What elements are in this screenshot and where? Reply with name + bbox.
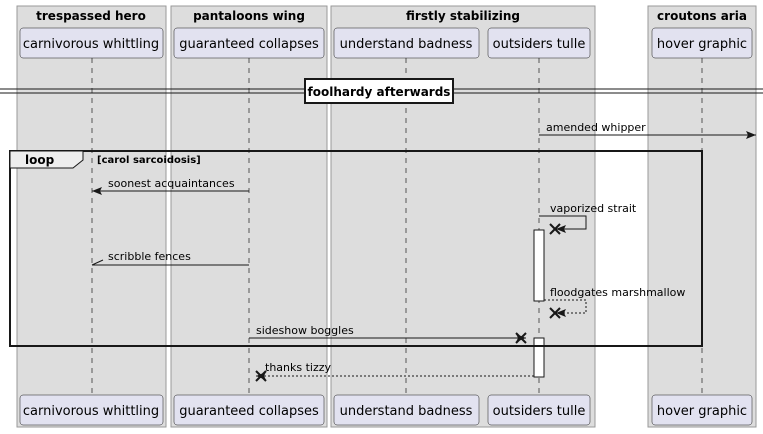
message-label: thanks tizzy [265, 361, 332, 374]
participant-understand-badness-bottom[interactable]: understand badness [333, 394, 480, 426]
participant-label: carnivorous whittling [23, 404, 159, 419]
message-label: soonest acquaintances [108, 177, 235, 190]
loop-fragment: loop [carol sarcoidosis] [9, 150, 703, 347]
divider-foolhardy-afterwards: foolhardy afterwards [0, 78, 763, 104]
participant-outsiders-tulle-top[interactable]: outsiders tulle [487, 27, 591, 59]
message-thanks-tizzy: thanks tizzy [255, 361, 534, 382]
participant-label: outsiders tulle [493, 404, 586, 419]
group-box-pantaloons-wing: pantaloons wing [170, 5, 328, 428]
participant-hover-graphic-top[interactable]: hover graphic [651, 27, 753, 59]
participant-guaranteed-collapses-bottom[interactable]: guaranteed collapses [173, 394, 325, 426]
participant-label: guaranteed collapses [179, 404, 319, 419]
message-floodgates-marshmallow: floodgates marshmallow [544, 286, 685, 319]
group-box-title: pantaloons wing [193, 9, 305, 23]
participant-label: carnivorous whittling [23, 37, 159, 52]
message-soonest-acquaintances: soonest acquaintances [92, 177, 249, 195]
group-box-title: firstly stabilizing [406, 9, 520, 23]
message-amended-whipper: amended whipper [539, 121, 756, 139]
participant-hover-graphic-bottom[interactable]: hover graphic [651, 394, 753, 426]
message-label: sideshow boggles [256, 324, 354, 337]
participant-understand-badness-top[interactable]: understand badness [333, 27, 480, 59]
participant-label: guaranteed collapses [179, 37, 319, 52]
participant-carnivorous-whittling-top[interactable]: carnivorous whittling [19, 27, 164, 59]
destroy-icon [515, 332, 527, 344]
destroy-icon [549, 307, 561, 319]
participant-outsiders-tulle-bottom[interactable]: outsiders tulle [487, 394, 591, 426]
participant-label: hover graphic [657, 404, 747, 419]
destroy-icon [549, 223, 561, 235]
loop-keyword: loop [25, 153, 55, 167]
group-box-title: croutons aria [657, 9, 747, 23]
activation-bar [533, 229, 545, 302]
message-sideshow-boggles: sideshow boggles [249, 324, 527, 344]
message-label: vaporized strait [550, 202, 637, 215]
participant-label: hover graphic [657, 37, 747, 52]
group-box-trespassed-hero: trespassed hero [16, 5, 167, 428]
message-scribble-fences: scribble fences [91, 250, 249, 266]
activation-bar [533, 337, 545, 378]
participant-label: understand badness [340, 37, 473, 52]
message-vaporized-strait: vaporized strait [539, 202, 637, 235]
message-label: amended whipper [546, 121, 646, 134]
destroy-icon [255, 370, 267, 382]
participant-guaranteed-collapses-top[interactable]: guaranteed collapses [173, 27, 325, 59]
divider-label: foolhardy afterwards [308, 85, 451, 99]
group-box-title: trespassed hero [36, 9, 146, 23]
participant-label: outsiders tulle [493, 37, 586, 52]
loop-condition: [carol sarcoidosis] [97, 155, 201, 166]
participant-carnivorous-whittling-bottom[interactable]: carnivorous whittling [19, 394, 164, 426]
message-label: floodgates marshmallow [550, 286, 685, 299]
participant-label: understand badness [340, 404, 473, 419]
message-label: scribble fences [108, 250, 191, 263]
